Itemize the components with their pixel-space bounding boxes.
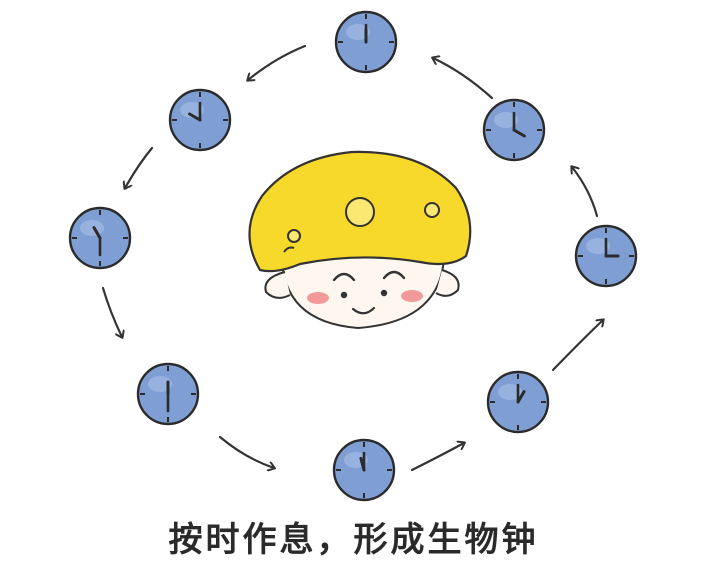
clock-hour-hand <box>92 226 102 240</box>
clock-hour-hand <box>512 128 526 138</box>
mushroom-character <box>248 150 472 330</box>
character-face <box>280 253 446 330</box>
clock-highlight <box>180 102 204 118</box>
mouth <box>351 306 376 315</box>
right-eye-dot <box>380 289 388 297</box>
left-eye-dot <box>340 291 348 299</box>
clock-icon <box>574 224 638 288</box>
arrow-icon <box>410 443 464 472</box>
right-ear <box>435 269 460 297</box>
left-ear <box>264 271 291 299</box>
clock-highlight <box>586 238 610 254</box>
arrow-icon <box>433 58 494 100</box>
cap-mark <box>283 246 295 253</box>
clock-hour-hand <box>188 112 202 122</box>
clock-hour-hand <box>516 390 526 404</box>
arrow-icon <box>125 146 154 188</box>
clock-icon <box>486 370 550 434</box>
arrow-icon <box>572 167 599 218</box>
clock-icon <box>332 438 396 502</box>
cap-spot <box>424 202 440 218</box>
cap-spot <box>287 229 301 243</box>
right-cheek <box>401 290 423 302</box>
arrow-icon <box>248 44 307 80</box>
arrow-icon <box>101 286 122 337</box>
clock-highlight <box>80 220 104 236</box>
clock-icon <box>68 206 132 270</box>
right-eye <box>382 270 406 280</box>
clock-icon <box>334 10 398 74</box>
clock-highlight <box>148 376 172 392</box>
arrow-icon <box>218 435 274 468</box>
clock-highlight <box>498 384 522 400</box>
clock-highlight <box>494 112 518 128</box>
clock-icon <box>136 362 200 426</box>
clock-ring <box>68 10 638 502</box>
arrow-icon <box>551 320 603 372</box>
clock-icon <box>482 98 546 162</box>
left-cheek <box>307 292 329 304</box>
clock-highlight <box>346 24 370 40</box>
cycle-arrows <box>101 44 603 472</box>
left-eye <box>332 272 356 282</box>
clock-hour-hand <box>359 456 366 472</box>
caption-text: 按时作息，形成生物钟 <box>168 520 539 560</box>
clock-icon <box>168 88 232 152</box>
cap-spot <box>345 197 375 227</box>
